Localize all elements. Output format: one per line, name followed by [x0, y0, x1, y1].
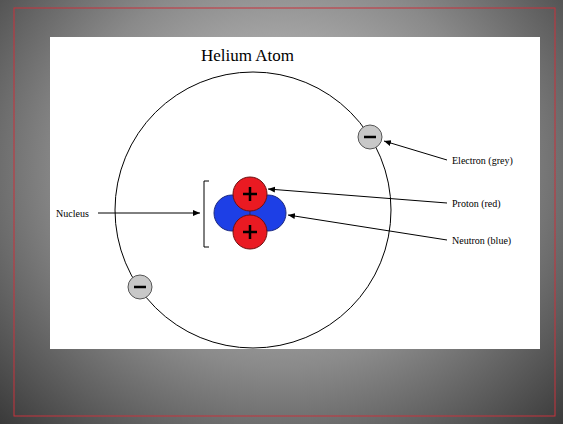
- frame-border: [14, 8, 555, 416]
- nucleus: [214, 177, 286, 249]
- part-label: Neutron (blue): [452, 235, 511, 246]
- diagram-title: Helium Atom: [201, 46, 294, 66]
- nucleus-bracket: [204, 181, 209, 247]
- white-panel: [50, 37, 540, 349]
- part-label: Electron (grey): [452, 155, 513, 166]
- leader-lines: [98, 141, 447, 240]
- part-label: Proton (red): [452, 198, 501, 209]
- part-label: Nucleus: [56, 208, 89, 219]
- electron-orbit: [115, 72, 391, 348]
- electron-symbol: [128, 125, 382, 299]
